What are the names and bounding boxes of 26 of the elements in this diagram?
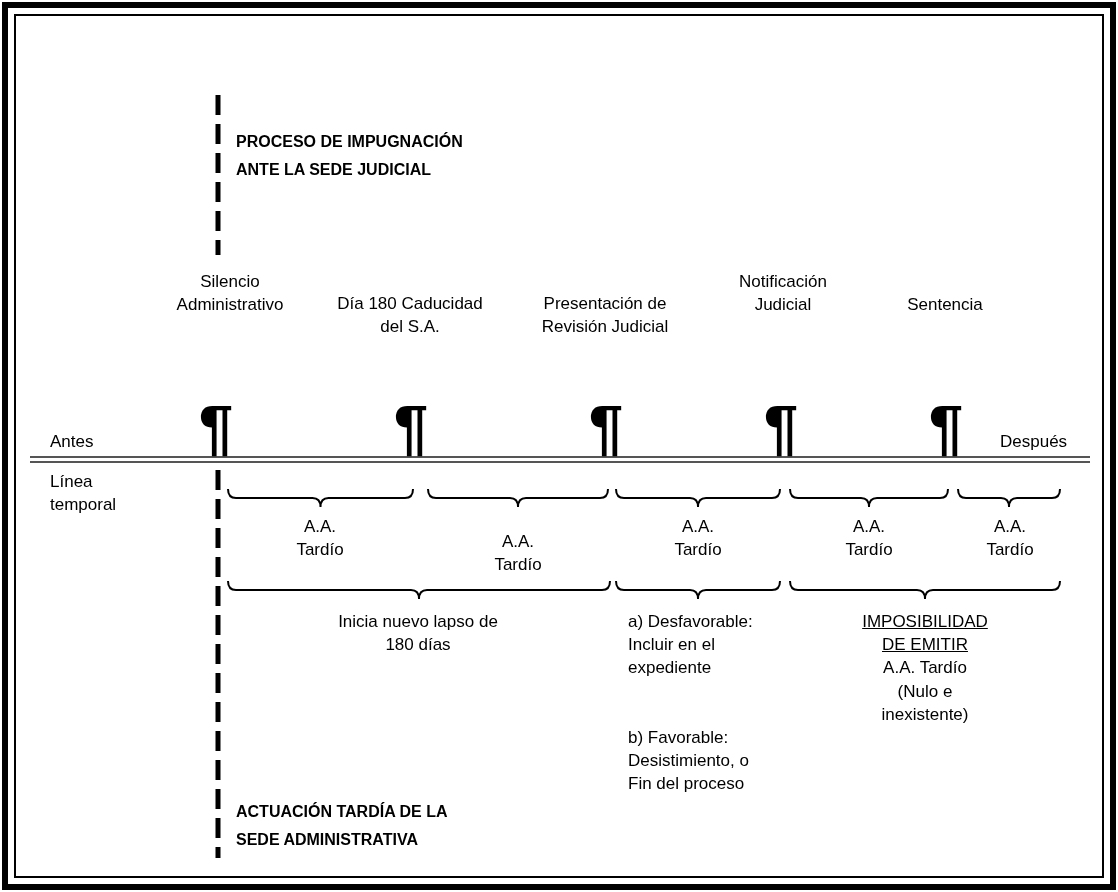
pilcrow-marker: ¶ bbox=[587, 392, 625, 462]
pilcrow-marker: ¶ bbox=[197, 392, 235, 462]
period-note: Inicia nuevo lapso de 180 días bbox=[337, 611, 499, 656]
timeline-end-label: Antes bbox=[50, 431, 95, 453]
period-label: A.A. Tardío bbox=[295, 516, 345, 561]
milestone-label: Notificación Judicial bbox=[738, 271, 828, 316]
restriction-note: (Nulo e inexistente) bbox=[880, 681, 970, 726]
milestone-label: Sentencia bbox=[906, 294, 984, 316]
pilcrow-marker: ¶ bbox=[762, 392, 800, 462]
period-label: A.A. Tardío bbox=[844, 516, 894, 561]
outcome-note: a) Desfavorable: Incluir en el expediente bbox=[628, 611, 754, 679]
milestone-label: Día 180 Caducidad del S.A. bbox=[336, 293, 484, 338]
milestone-label: Presentación de Revisión Judicial bbox=[540, 293, 670, 338]
milestone-label: Silencio Administrativo bbox=[175, 271, 285, 316]
section-heading: ACTUACIÓN TARDÍA DE LA SEDE ADMINISTRATIVA bbox=[236, 801, 448, 850]
pilcrow-marker: ¶ bbox=[392, 392, 430, 462]
section-heading: PROCESO DE IMPUGNACIÓN ANTE LA SEDE JUDICIAL bbox=[236, 131, 464, 180]
period-label: A.A. Tardío bbox=[493, 531, 543, 576]
axis-label: Línea temporal bbox=[50, 471, 118, 516]
restriction-heading: IMPOSIBILIDAD DE EMITIR bbox=[861, 611, 989, 656]
outcome-note: b) Favorable: Desistimiento, o Fin del proceso bbox=[628, 727, 750, 795]
pilcrow-marker: ¶ bbox=[927, 392, 965, 462]
period-label: A.A. Tardío bbox=[673, 516, 723, 561]
period-label: A.A. Tardío bbox=[985, 516, 1035, 561]
period-label: A.A. Tardío bbox=[882, 657, 968, 679]
timeline-end-label: Después bbox=[1000, 431, 1069, 453]
